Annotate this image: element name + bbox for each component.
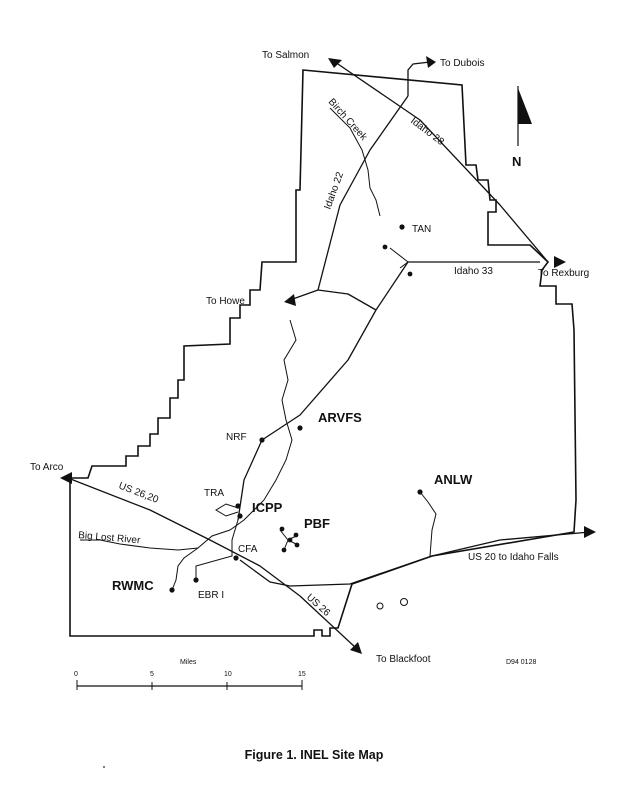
doc-code: D94 0128 <box>506 659 536 666</box>
facility-dot-pbf-5 <box>294 542 300 548</box>
road-howe-link <box>317 289 377 311</box>
arrow-to-dubois-icon <box>426 56 436 68</box>
facility-dot-cfa <box>233 555 239 561</box>
road-anlw-spur <box>419 491 437 557</box>
label-us-20-idaho-falls: US 20 to Idaho Falls <box>468 552 559 563</box>
arrow-to-rexburg-icon <box>554 256 566 268</box>
scale-unit: Miles <box>180 659 197 666</box>
facility-dot-tan-3 <box>407 271 413 277</box>
facility-dot-tan-2 <box>382 244 388 250</box>
facility-dot-pbf-4 <box>281 547 287 553</box>
label-pbf: PBF <box>304 516 330 531</box>
facility-dot-tra <box>235 503 241 509</box>
label-us-26-20: US 26,20 <box>117 481 160 506</box>
arrow-to-salmon-icon <box>328 58 342 68</box>
label-idaho-33: Idaho 33 <box>454 266 493 277</box>
label-icpp: ICPP <box>252 500 283 515</box>
facility-dot-tan <box>399 224 405 230</box>
label-tan: TAN <box>412 224 431 235</box>
label-nrf: NRF <box>226 432 247 443</box>
label-to-blackfoot: To Blackfoot <box>376 654 431 665</box>
label-to-arco: To Arco <box>30 462 64 473</box>
figure-caption: Figure 1. INEL Site Map <box>244 748 384 762</box>
river-big-lost-branch <box>171 547 199 591</box>
label-to-howe: To Howe <box>206 296 245 307</box>
road-tra-loop <box>215 503 239 517</box>
facility-dot-pbf-2 <box>287 537 293 543</box>
label-idaho-28: Idaho 28 <box>408 116 446 148</box>
road-us-26-20 <box>67 477 357 649</box>
site-boundary <box>69 69 577 637</box>
north-arrow-icon <box>517 86 532 146</box>
facility-dot-pbf-3 <box>293 532 299 538</box>
label-us-26: US 26 <box>304 592 332 619</box>
label-rwmc: RWMC <box>112 578 154 593</box>
label-to-salmon: To Salmon <box>262 50 309 61</box>
label-to-rexburg: To Rexburg <box>538 268 589 279</box>
road-tan-central <box>237 261 409 521</box>
arrow-to-howe-icon <box>284 294 296 306</box>
label-tra: TRA <box>204 488 224 499</box>
road-tan-spur <box>389 247 409 269</box>
arrow-to-idaho-falls-icon <box>584 526 596 538</box>
road-to-dubois <box>407 61 431 96</box>
label-big-lost-river: Big Lost River <box>78 530 142 546</box>
facility-dot-ebr1 <box>193 577 199 583</box>
road-us-20 <box>239 531 591 587</box>
facility-dot-icpp <box>237 513 243 519</box>
road-idaho-22 <box>289 95 409 301</box>
scale-tick-5: 5 <box>150 671 154 678</box>
scale-tick-15: 15 <box>298 671 306 678</box>
north-label: N <box>512 154 521 169</box>
arrow-to-arco-icon <box>60 472 72 484</box>
facility-dot-rwmc <box>169 587 175 593</box>
scale-bar: Miles 0 5 10 15 <box>74 659 306 690</box>
pond-2 <box>400 598 408 606</box>
road-idaho-28 <box>334 61 549 263</box>
scan-speck <box>103 766 105 768</box>
road-central-connector <box>195 519 239 580</box>
label-ebr1: EBR I <box>198 590 224 601</box>
label-cfa: CFA <box>238 544 258 555</box>
scale-tick-0: 0 <box>74 671 78 678</box>
facility-dot-pbf-1 <box>279 526 285 532</box>
scale-tick-10: 10 <box>224 671 232 678</box>
facility-dot-arvfs <box>297 425 303 431</box>
facility-dot-anlw <box>417 489 423 495</box>
arrow-to-blackfoot-icon <box>350 642 362 654</box>
river-big-lost <box>80 319 297 551</box>
stream-birch-creek <box>329 107 381 217</box>
facility-dot-nrf <box>259 437 265 443</box>
label-arvfs: ARVFS <box>318 410 362 425</box>
pond-1 <box>376 602 384 610</box>
label-birch-creek: Birch Creek <box>326 97 370 144</box>
label-anlw: ANLW <box>434 472 473 487</box>
label-to-dubois: To Dubois <box>440 58 484 69</box>
label-idaho-22: Idaho 22 <box>322 170 346 211</box>
